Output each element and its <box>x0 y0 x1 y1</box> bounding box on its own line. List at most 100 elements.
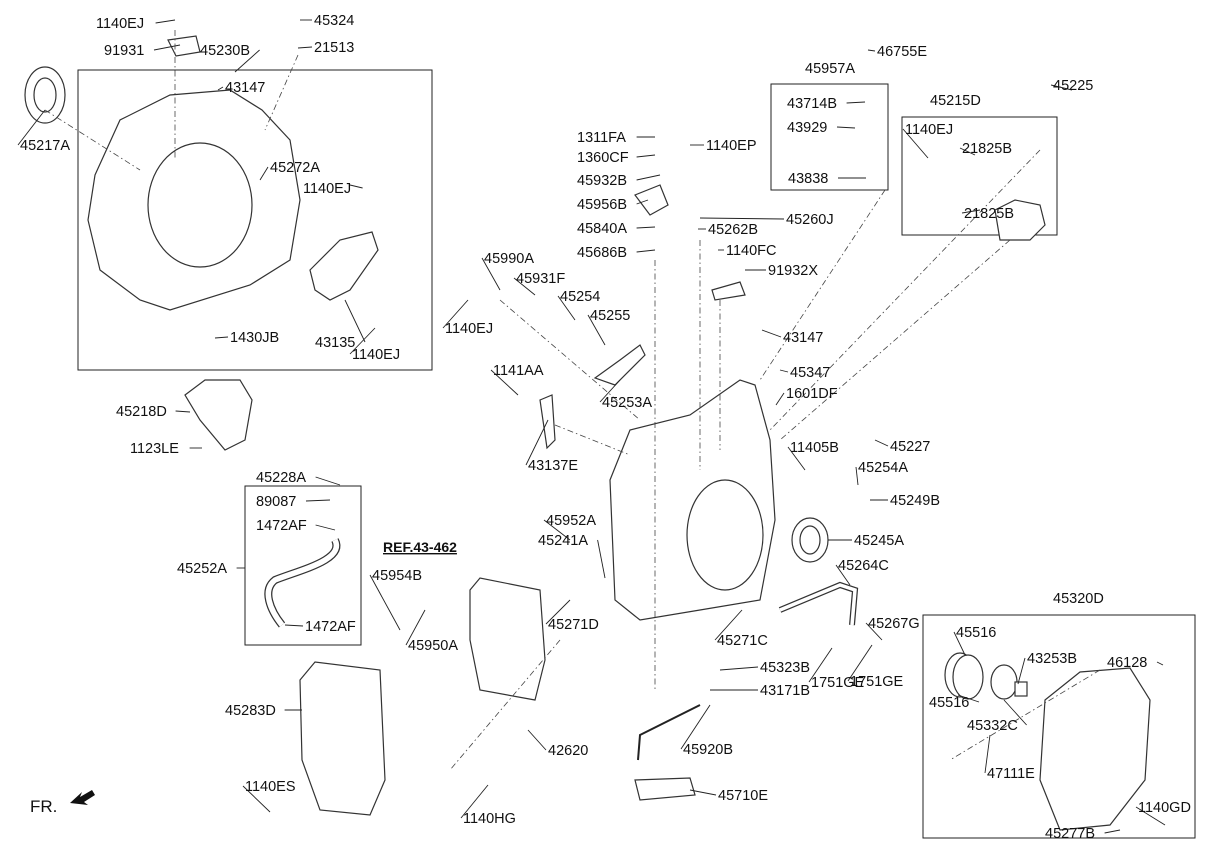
part-label-1430jb[interactable]: 1430JB <box>230 330 279 346</box>
part-label-1472af[interactable]: 1472AF <box>256 518 307 534</box>
part-label-45347[interactable]: 45347 <box>790 365 830 381</box>
part-label-1140ej[interactable]: 1140EJ <box>905 122 953 138</box>
part-label-1140gd[interactable]: 1140GD <box>1138 800 1191 816</box>
reference-label[interactable]: REF.43-462 <box>383 539 457 555</box>
part-label-45230b[interactable]: 45230B <box>200 43 250 59</box>
part-label-45252a[interactable]: 45252A <box>177 561 227 577</box>
part-label-1472af[interactable]: 1472AF <box>305 619 356 635</box>
leader-line <box>775 392 785 406</box>
part-label-43135[interactable]: 43135 <box>315 335 355 351</box>
part-label-46128[interactable]: 46128 <box>1107 655 1147 671</box>
leader-line <box>349 184 363 189</box>
part-label-21513[interactable]: 21513 <box>314 40 354 56</box>
part-label-11405b[interactable]: 11405B <box>790 440 839 456</box>
part-label-46755e[interactable]: 46755E <box>877 44 927 60</box>
part-label-1140es[interactable]: 1140ES <box>245 779 296 795</box>
part-label-1140ep[interactable]: 1140EP <box>706 138 757 154</box>
part-label-45260j[interactable]: 45260J <box>786 212 834 228</box>
part-label-45245a[interactable]: 45245A <box>854 533 904 549</box>
part-label-45324[interactable]: 45324 <box>314 13 354 29</box>
leader-line <box>953 631 966 656</box>
part-label-45264c[interactable]: 45264C <box>838 558 889 574</box>
part-label-45255[interactable]: 45255 <box>590 308 630 324</box>
part-label-43838[interactable]: 43838 <box>788 171 828 187</box>
part-label-1751ge[interactable]: 1751GE <box>811 675 865 691</box>
part-label-45254a[interactable]: 45254A <box>858 460 908 476</box>
part-label-47111e[interactable]: 47111E <box>987 766 1035 782</box>
part-label-1123le[interactable]: 1123LE <box>130 441 179 457</box>
part-label-1140ej[interactable]: 1140EJ <box>352 347 400 363</box>
part-label-45686b[interactable]: 45686B <box>577 245 627 261</box>
part-label-45218d[interactable]: 45218D <box>116 404 167 420</box>
part-label-45956b[interactable]: 45956B <box>577 197 627 213</box>
part-label-89087[interactable]: 89087 <box>256 494 296 510</box>
part-label-45957a[interactable]: 45957A <box>805 61 855 77</box>
part-label-43147[interactable]: 43147 <box>225 80 265 96</box>
leader-line <box>714 609 743 641</box>
part-label-45249b[interactable]: 45249B <box>890 493 940 509</box>
part-label-43253b[interactable]: 43253B <box>1027 651 1077 667</box>
part-label-45920b[interactable]: 45920B <box>683 742 733 758</box>
part-label-45931f[interactable]: 45931F <box>516 271 565 287</box>
o-ring-45516-b <box>952 654 984 700</box>
part-label-45990a[interactable]: 45990A <box>484 251 534 267</box>
part-label-45225[interactable]: 45225 <box>1053 78 1093 94</box>
part-label-43929[interactable]: 43929 <box>787 120 827 136</box>
part-label-43714b[interactable]: 43714B <box>787 96 837 112</box>
part-label-1140ej[interactable]: 1140EJ <box>96 16 144 32</box>
part-label-21825b[interactable]: 21825B <box>962 141 1012 157</box>
case-bore <box>686 479 764 591</box>
part-label-91932x[interactable]: 91932X <box>768 263 818 279</box>
part-label-1360cf[interactable]: 1360CF <box>577 150 629 166</box>
part-label-45272a[interactable]: 45272A <box>270 160 320 176</box>
part-label-45217a[interactable]: 45217A <box>20 138 70 154</box>
part-label-43147[interactable]: 43147 <box>783 330 823 346</box>
part-label-45323b[interactable]: 45323B <box>760 660 810 676</box>
part-label-1140ej[interactable]: 1140EJ <box>303 181 351 197</box>
part-label-45228a[interactable]: 45228A <box>256 470 306 486</box>
part-label-45253a[interactable]: 45253A <box>602 395 652 411</box>
leader-lines <box>17 19 1166 834</box>
part-label-45227[interactable]: 45227 <box>890 439 930 455</box>
part-label-45710e[interactable]: 45710E <box>718 788 768 804</box>
leader-line <box>902 128 929 159</box>
part-label-42620[interactable]: 42620 <box>548 743 588 759</box>
part-label-45283d[interactable]: 45283D <box>225 703 276 719</box>
part-label-43137e[interactable]: 43137E <box>528 458 578 474</box>
part-label-45950a[interactable]: 45950A <box>408 638 458 654</box>
part-label-45516[interactable]: 45516 <box>956 625 996 641</box>
part-label-45271d[interactable]: 45271D <box>548 617 599 633</box>
part-label-45267g[interactable]: 45267G <box>868 616 920 632</box>
part-label-45840a[interactable]: 45840A <box>577 221 627 237</box>
part-label-21825b[interactable]: 21825B <box>964 206 1014 222</box>
part-label-1751ge[interactable]: 1751GE <box>850 674 904 690</box>
part-label-45932b[interactable]: 45932B <box>577 173 627 189</box>
part-label-45277b[interactable]: 45277B <box>1045 826 1095 842</box>
bracket-91932X <box>711 281 746 301</box>
part-label-1140fc[interactable]: 1140FC <box>726 243 777 259</box>
part-label-45952a[interactable]: 45952A <box>546 513 596 529</box>
part-label-1601df[interactable]: 1601DF <box>786 386 838 402</box>
part-label-45262b[interactable]: 45262B <box>708 222 758 238</box>
assembly-line <box>759 189 886 381</box>
part-label-1141aa[interactable]: 1141AA <box>493 363 544 379</box>
part-label-1140hg[interactable]: 1140HG <box>463 811 516 827</box>
part-label-45954b[interactable]: 45954B <box>372 568 422 584</box>
part-label-43171b[interactable]: 43171B <box>760 683 810 699</box>
part-label-1140ej[interactable]: 1140EJ <box>445 321 493 337</box>
part-label-45320d[interactable]: 45320D <box>1053 591 1104 607</box>
part-label-45271c[interactable]: 45271C <box>717 633 768 649</box>
part-label-1311fa[interactable]: 1311FA <box>577 130 626 146</box>
pipe-45264C-inner <box>779 583 857 626</box>
leader-line <box>787 446 806 471</box>
leader-line <box>846 101 866 104</box>
part-label-45215d[interactable]: 45215D <box>930 93 981 109</box>
part-label-91931[interactable]: 91931 <box>104 43 144 59</box>
part-label-45332c[interactable]: 45332C <box>967 718 1018 734</box>
leader-line <box>305 499 331 502</box>
leader-line <box>680 704 711 750</box>
leader-line <box>284 624 304 627</box>
part-label-45241a[interactable]: 45241A <box>538 533 588 549</box>
part-label-45254[interactable]: 45254 <box>560 289 600 305</box>
part-label-45516[interactable]: 45516 <box>929 695 969 711</box>
